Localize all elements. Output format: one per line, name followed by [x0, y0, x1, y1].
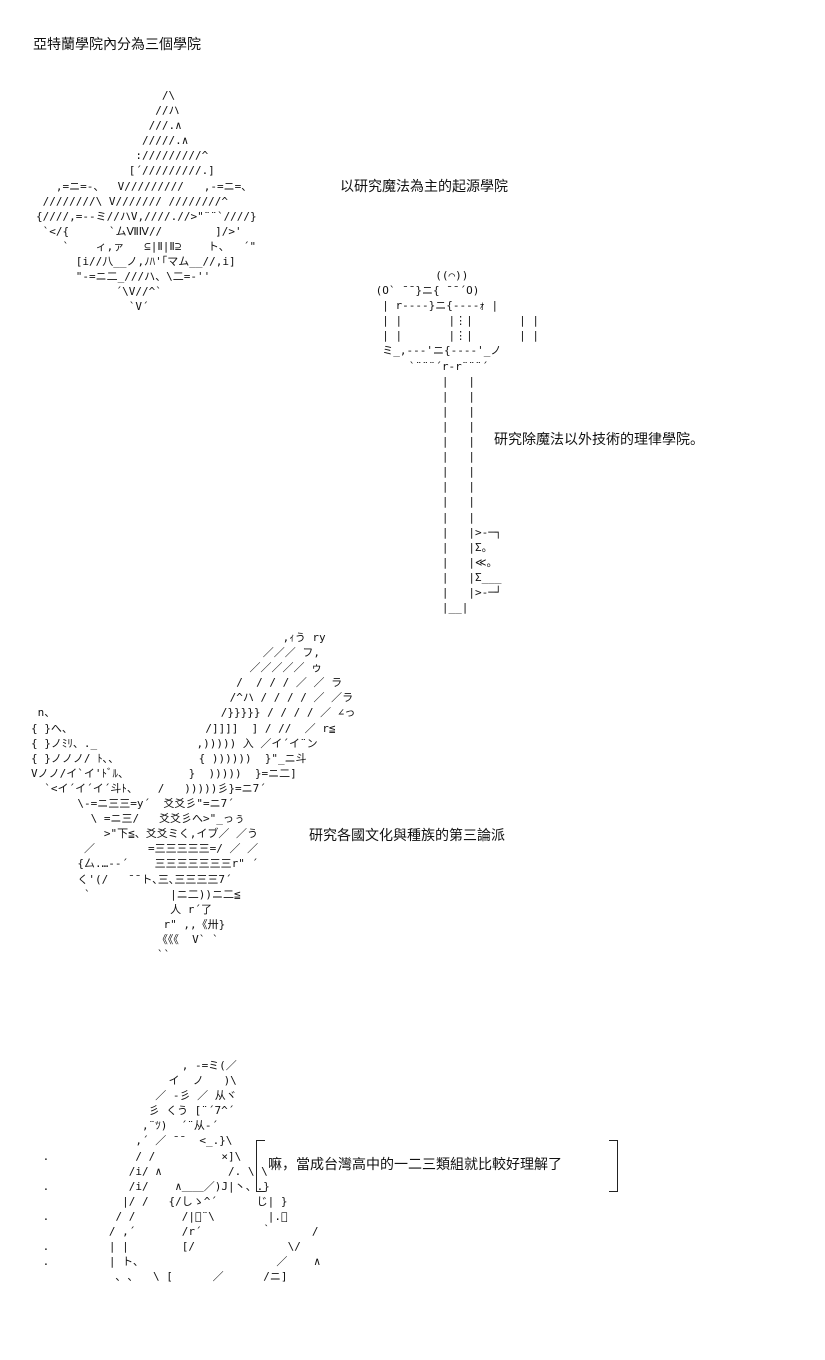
character-art: , -=ミ(／ イ ノ )\ ／ -彡 ／ 从ヾ 彡 くう [¨´7^´ ,¨ﾂ… [42, 1059, 321, 1284]
page-title: 亞特蘭學院內分為三個學院 [33, 37, 201, 53]
speech-bubble: 嘛，當成台灣高中的一二三類組就比較好理解了 [256, 1138, 618, 1194]
dialogue-text: 嘛，當成台灣高中的一二三類組就比較好理解了 [268, 1157, 562, 1173]
bubble-right-bracket [609, 1140, 618, 1192]
culture-academy-caption: 研究各國文化與種族的第三論派 [309, 828, 505, 844]
fleur-de-lis-art: /\ //ハ ///.∧ /////.∧ ://///////^ [´/////… [36, 89, 257, 314]
tech-academy-caption: 研究除魔法以外技術的理律學院。 [494, 432, 704, 448]
magic-academy-caption: 以研究魔法為主的起源學院 [340, 179, 508, 195]
key-art: ((⌒)) (O` ¯¯}ニ{ ¯¯´O) | r‐‐‐‐}ニ{‐‐‐‐ｫ | … [375, 269, 539, 615]
bubble-left-bracket [256, 1140, 265, 1192]
eagle-art: ,ｨう ry ／／／ フ, ／／／／／ ゥ / / / / ／ ／ ラ /^ハ … [31, 631, 356, 961]
